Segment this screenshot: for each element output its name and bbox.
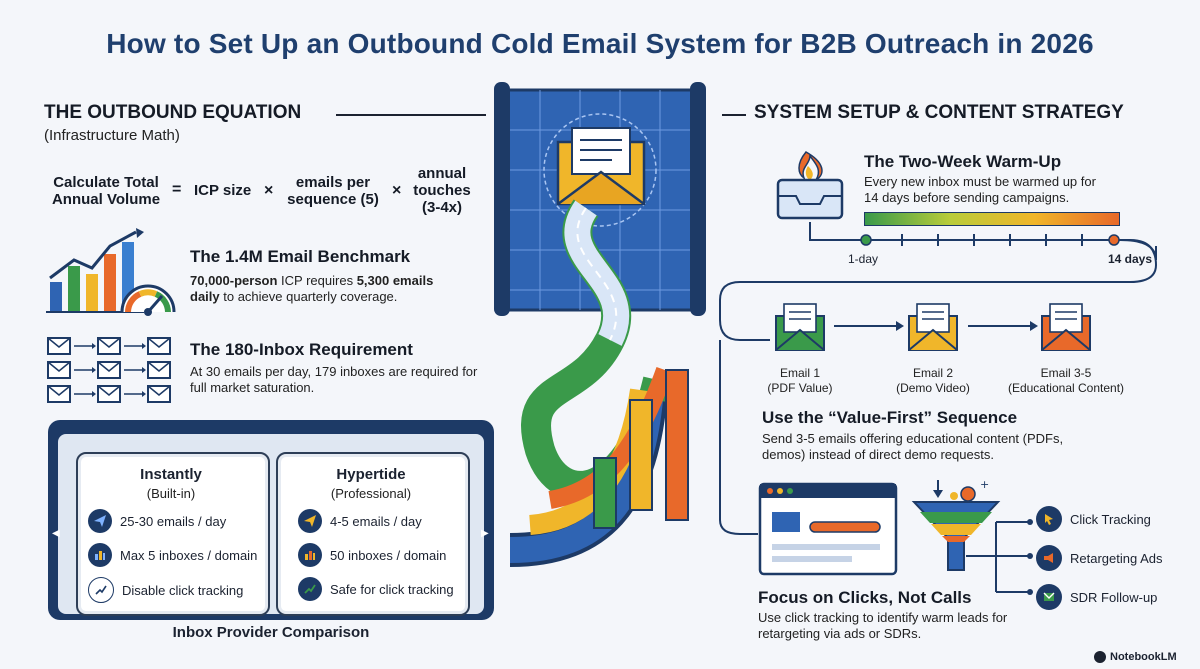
- channel-branches: [966, 519, 1033, 595]
- benchmark-title: The 1.4M Email Benchmark: [190, 247, 411, 266]
- scroll-right-icon[interactable]: ▶: [481, 528, 489, 539]
- channel-item: Retargeting Ads: [1036, 545, 1163, 571]
- heading-rule: [336, 114, 486, 116]
- warmup-text: Every new inbox must be warmed up for 14…: [864, 174, 1096, 205]
- clicks-title: Focus on Clicks, Not Calls: [758, 588, 972, 607]
- equation-times-1: ×: [264, 182, 274, 199]
- email-1-icon: [770, 296, 830, 361]
- heading-rule: [722, 114, 746, 116]
- channel-item: Click Tracking: [1036, 506, 1151, 532]
- provider-row: Safe for click tracking: [298, 577, 454, 601]
- provider-type: (Professional): [330, 486, 412, 501]
- comparison-caption: Inbox Provider Comparison: [172, 624, 370, 641]
- page-title: How to Set Up an Outbound Cold Email Sys…: [106, 28, 1094, 59]
- provider-name: Instantly: [140, 466, 202, 483]
- brand-mark: NotebookLM: [1094, 651, 1177, 663]
- inbox-requirement-title: The 180-Inbox Requirement: [190, 340, 413, 359]
- benchmark-text-2: to achieve quarterly coverage.: [219, 289, 398, 304]
- notebooklm-logo-icon: [1094, 651, 1106, 663]
- system-setup-heading: SYSTEM SETUP & CONTENT STRATEGY: [754, 102, 1124, 123]
- benchmark-daily-emails: 5,300 emails daily: [190, 273, 434, 304]
- warmup-timeline: [860, 234, 1120, 246]
- brand-name: NotebookLM: [1110, 651, 1177, 663]
- email-step-desc: (Demo Video): [896, 381, 970, 395]
- megaphone-icon: [1036, 545, 1062, 571]
- email-step: Email 2(Demo Video): [873, 366, 993, 396]
- provider-type: (Built-in): [146, 486, 196, 501]
- provider-row: Max 5 inboxes / domain: [88, 543, 257, 567]
- scroll-left-icon[interactable]: ◀: [52, 528, 60, 539]
- warmup-title: The Two-Week Warm-Up: [864, 152, 1062, 171]
- provider-row: 25-30 emails / day: [88, 509, 226, 533]
- warmup-progress-bar: [864, 212, 1120, 226]
- send-icon: [298, 509, 322, 533]
- equation-lhs: Calculate Total Annual Volume: [51, 174, 161, 208]
- value-first-title: Use the “Value-First” Sequence: [762, 408, 1018, 427]
- equation-annual-touches: annual touches (3-4x): [413, 165, 471, 216]
- click-tracking-icon: [298, 577, 322, 601]
- equation-emails-per-sequence: emails per sequence (5): [287, 174, 379, 208]
- benchmark-text: 70,000-person ICP requires 5,300 emails …: [190, 273, 460, 305]
- warmup-start-label: 1-day: [848, 252, 879, 266]
- sequence-arrows: [834, 321, 1038, 331]
- email-step-desc: (PDF Value): [767, 381, 833, 395]
- email-step: Email 1(PDF Value): [740, 366, 860, 396]
- equation-times-2: ×: [392, 182, 402, 199]
- email-step-name: Email 1: [779, 366, 820, 380]
- equation-icp-size: ICP size: [194, 182, 252, 199]
- provider-row: 50 inboxes / domain: [298, 543, 446, 567]
- click-tracking-icon: [88, 577, 114, 603]
- outbound-equation-heading: THE OUTBOUND EQUATION: [44, 102, 302, 123]
- cursor-click-icon: [1036, 506, 1062, 532]
- mail-icon: [1036, 584, 1062, 610]
- click-funnel-illustration: +: [758, 478, 1001, 576]
- channel-item: SDR Follow-up: [1036, 584, 1157, 610]
- email-step-desc: (Educational Content): [1007, 381, 1125, 395]
- benchmark-text-1: ICP requires: [277, 273, 357, 288]
- inboxes-icon: [298, 543, 322, 567]
- provider-row: Disable click tracking: [88, 577, 243, 603]
- warmup-inbox-icon: [776, 151, 844, 220]
- warmup-end-label: 14 days: [1108, 252, 1153, 266]
- clicks-text: Use click tracking to identify warm lead…: [758, 610, 1008, 641]
- provider-name: Hypertide: [336, 466, 406, 483]
- email-step: Email 3-5(Educational Content): [996, 366, 1136, 396]
- email-step-name: Email 2: [912, 366, 953, 380]
- email-2-icon: [903, 296, 963, 361]
- provider-row: 4-5 emails / day: [298, 509, 422, 533]
- equation-equals: =: [172, 181, 182, 198]
- svg-text:+: +: [980, 478, 989, 491]
- inbox-requirement-text: At 30 emails per day, 179 inboxes are re…: [190, 364, 478, 395]
- benchmark-icp-size: 70,000-person: [190, 273, 278, 288]
- email-3-icon: [1036, 296, 1096, 361]
- value-first-text: Send 3-5 emails offering educational con…: [762, 431, 1064, 462]
- email-step-name: Email 3-5: [1040, 366, 1092, 380]
- outbound-equation-subheading: (Infrastructure Math): [44, 127, 180, 144]
- flow-connector: [719, 222, 1158, 535]
- send-icon: [88, 509, 112, 533]
- growth-chart-icon: [46, 228, 176, 316]
- inboxes-icon: [88, 543, 112, 567]
- inbox-grid-icon: [47, 337, 171, 403]
- email-funnel-illustration: [494, 82, 706, 567]
